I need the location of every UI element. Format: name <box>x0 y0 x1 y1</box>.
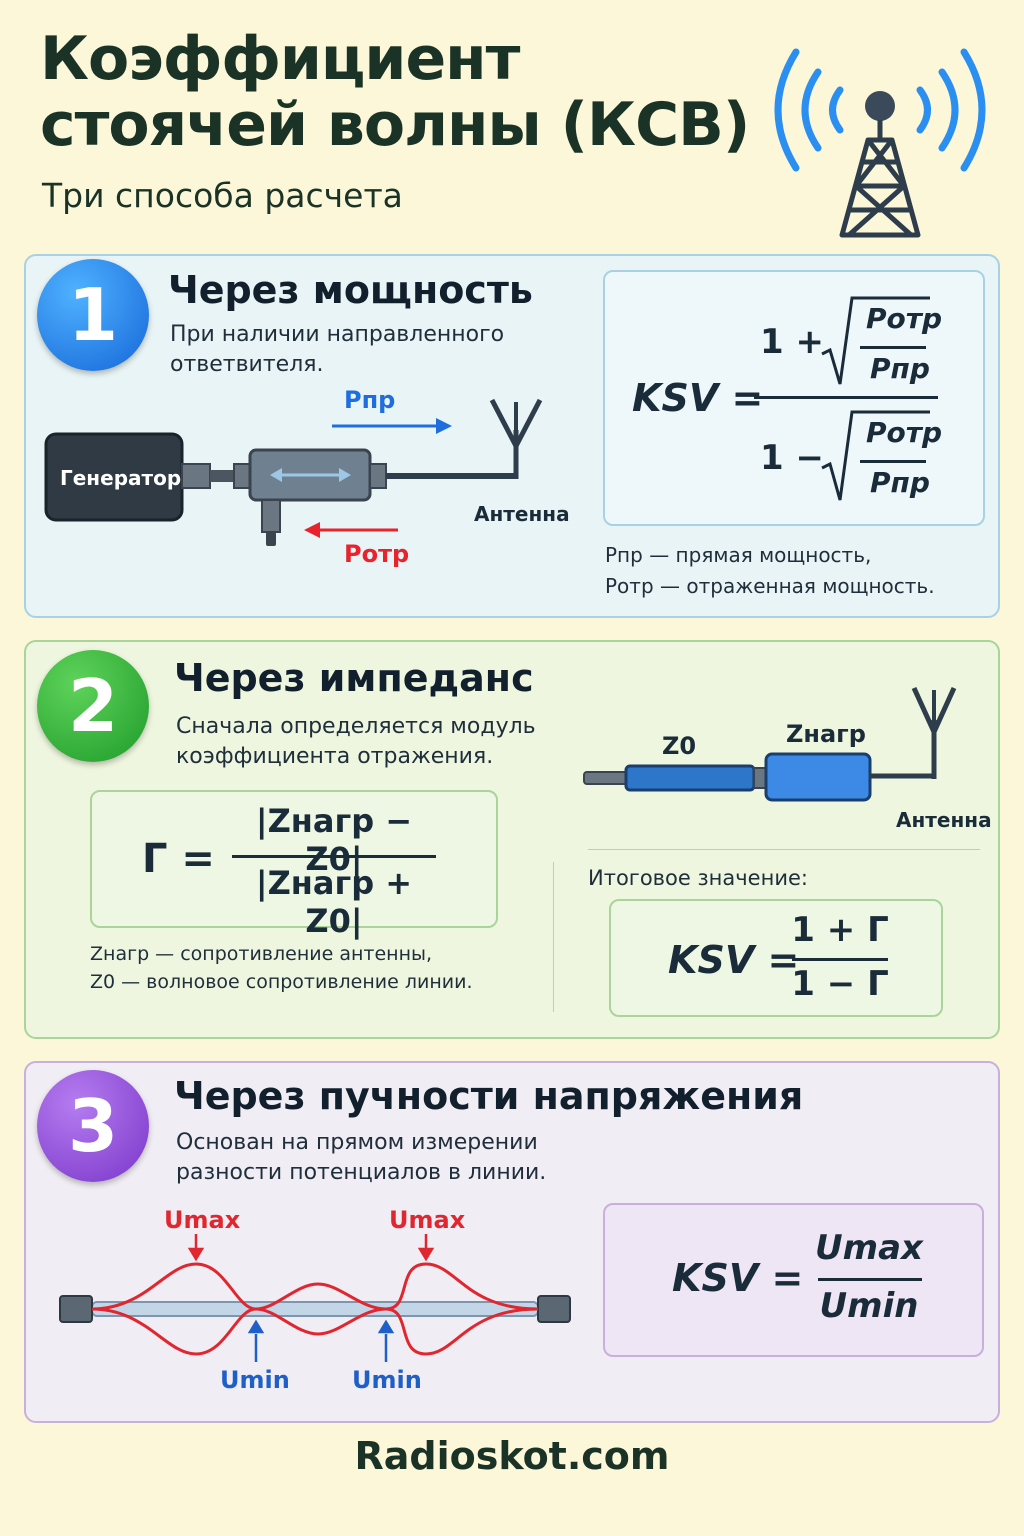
sqrt-sign-top <box>821 296 930 385</box>
umax-label-2: Umax <box>389 1206 466 1234</box>
zload-label: Zнагр <box>786 720 866 748</box>
section-1-badge: 1 <box>37 259 149 371</box>
title-line-1: Коэффициент <box>40 24 520 94</box>
reflected-power-label: Pотр <box>344 540 410 568</box>
page-title: Коэффициент стоячей волны (КСВ) <box>40 26 780 158</box>
result-formula-lhs: KSV = <box>668 938 800 982</box>
impedance-divider-horizontal <box>588 849 980 850</box>
section-3-heading: Через пучности напряжения <box>174 1074 804 1118</box>
result-formula-line <box>792 958 888 961</box>
voltage-formula-denominator: Umin <box>819 1286 919 1326</box>
antenna-label-1: Антенна <box>474 502 570 526</box>
section-1-desc-line-2: ответвителя. <box>170 352 324 377</box>
footer-site-link[interactable]: Radioskot.com <box>354 1434 670 1478</box>
umax-label-1: Umax <box>164 1206 241 1234</box>
impedance-legend-line-2: Z0 — волновое сопротивление линии. <box>90 971 473 993</box>
impedance-legend-line-1: Zнагр — сопротивление антенны, <box>90 943 433 965</box>
power-formula-fraction-line <box>754 396 938 399</box>
sqrt-top-numerator: Pотр <box>866 302 943 335</box>
forward-power-label: Pпр <box>344 386 396 414</box>
gamma-formula-line <box>232 855 436 858</box>
section-2-desc-line-1: Сначала определяется модуль <box>176 714 536 739</box>
power-legend-line-2: Pотр — отраженная мощность. <box>605 574 935 598</box>
gamma-formula-denominator: |Zнагр + Z0| <box>255 864 413 940</box>
voltage-formula-lhs: KSV = <box>672 1256 804 1300</box>
section-3-desc-line-2: разности потенциалов в линии. <box>176 1160 547 1185</box>
impedance-diagram <box>583 686 957 802</box>
title-line-2: стоячей волны (КСВ) <box>40 90 750 160</box>
section-1-desc-line-1: При наличии направленного <box>170 322 505 347</box>
voltage-formula-numerator: Umax <box>815 1228 923 1268</box>
umin-label-2: Umin <box>352 1366 422 1394</box>
sqrt-bottom-denominator: Pпр <box>870 466 930 499</box>
sqrt-sign-bottom <box>821 410 930 501</box>
gamma-formula-lhs: Г = <box>142 836 215 882</box>
voltage-formula-line <box>818 1278 922 1281</box>
sqrt-top-denominator: Pпр <box>870 352 930 385</box>
section-2-desc-line-2: коэффициента отражения. <box>176 744 494 769</box>
antenna-label-2: Антенна <box>896 808 992 832</box>
impedance-legend: Zнагр — сопротивление антенны, Z0 — волн… <box>90 940 473 996</box>
result-formula-numerator: 1 + Г <box>791 910 889 950</box>
impedance-divider-vertical <box>553 862 554 1012</box>
section-2-description: Сначала определяется модуль коэффициента… <box>176 712 536 772</box>
umin-label-1: Umin <box>220 1366 290 1394</box>
section-2-badge: 2 <box>37 650 149 762</box>
power-formula-num-prefix: 1 + <box>760 322 824 362</box>
gamma-formula-box <box>90 790 498 928</box>
power-legend: Pпр — прямая мощность, Pотр — отраженная… <box>605 540 935 602</box>
power-legend-line-1: Pпр — прямая мощность, <box>605 543 872 567</box>
sqrt-bottom-numerator: Pотр <box>866 416 943 449</box>
section-3-desc-line-1: Основан на прямом измерении <box>176 1130 538 1155</box>
section-1-heading: Через мощность <box>168 268 533 312</box>
result-label: Итоговое значение: <box>588 866 808 890</box>
power-formula-lhs: KSV = <box>632 376 764 420</box>
power-formula-den-prefix: 1 − <box>760 438 824 478</box>
z0-label: Z0 <box>662 732 697 760</box>
radio-tower-icon <box>774 48 986 238</box>
section-1-description: При наличии направленного ответвителя. <box>170 320 504 380</box>
coupler-diagram <box>44 398 543 546</box>
sqrt-top-inner-line <box>860 346 926 349</box>
section-3-badge: 3 <box>37 1070 149 1182</box>
gamma-formula-numerator: |Zнагр − Z0| <box>255 802 413 878</box>
sqrt-bottom-inner-line <box>860 460 926 463</box>
page-subtitle: Три способа расчета <box>42 176 403 215</box>
result-formula-denominator: 1 − Г <box>791 964 889 1004</box>
standing-wave-diagram <box>59 1234 571 1362</box>
section-3-description: Основан на прямом измерении разности пот… <box>176 1128 546 1188</box>
section-2-heading: Через импеданс <box>174 656 534 700</box>
generator-label: Генератор <box>60 466 182 490</box>
